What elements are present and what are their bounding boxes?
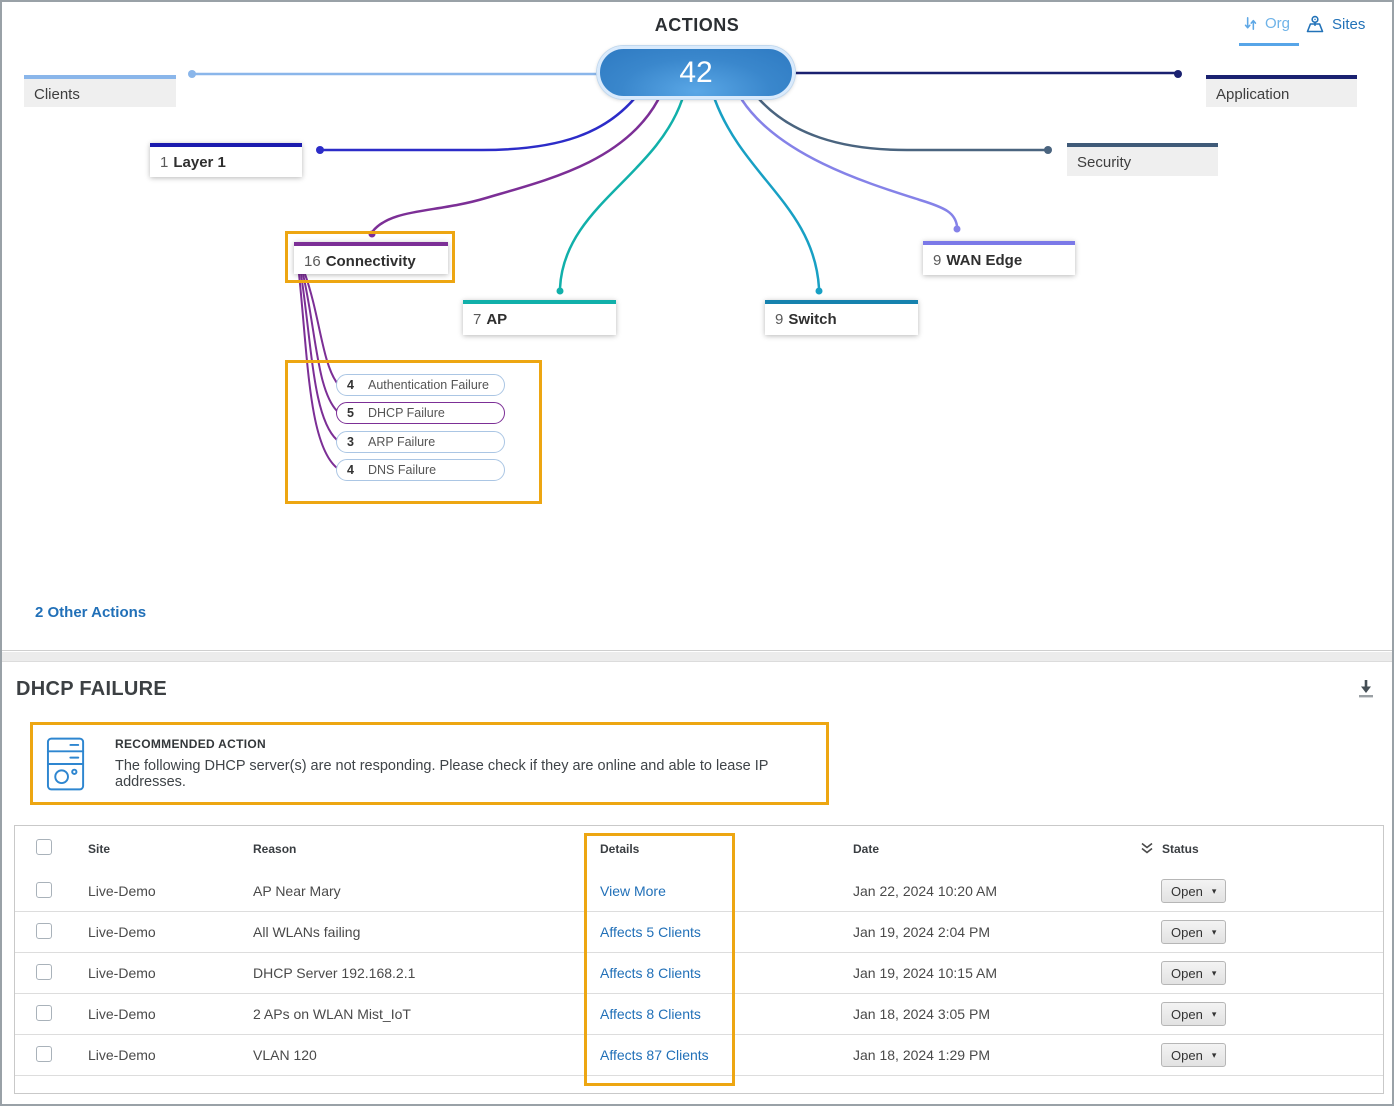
cell-reason: All WLANs failing <box>253 924 361 940</box>
subnode-dhcp-failure[interactable]: 5 DHCP Failure <box>336 402 505 424</box>
row-checkbox[interactable] <box>36 922 52 939</box>
subnode-arp-failure[interactable]: 3 ARP Failure <box>336 431 505 453</box>
row-checkbox[interactable] <box>36 1004 52 1021</box>
details-link[interactable]: Affects 8 Clients <box>600 965 701 981</box>
download-icon[interactable] <box>1354 677 1380 703</box>
column-header-site: Site <box>88 841 111 856</box>
table-row: Live-Demo DHCP Server 192.168.2.1 Affect… <box>15 953 1383 994</box>
sort-arrows-icon <box>1244 17 1257 30</box>
cell-date: Jan 18, 2024 1:29 PM <box>853 1047 990 1063</box>
map-marker-icon <box>1306 15 1324 33</box>
table-row: Live-Demo All WLANs failing Affects 5 Cl… <box>15 912 1383 953</box>
table-row: Live-Demo VLAN 120 Affects 87 Clients Ja… <box>15 1035 1383 1076</box>
cell-site: Live-Demo <box>88 883 156 899</box>
dropdown-caret-icon: ▾ <box>1211 1049 1217 1060</box>
actions-panel: ACTIONS Org Sites <box>2 2 1392 651</box>
table-row: Live-Demo 2 APs on WLAN Mist_IoT Affects… <box>15 994 1383 1035</box>
cell-site: Live-Demo <box>88 1047 156 1063</box>
details-link[interactable]: Affects 8 Clients <box>600 1006 701 1022</box>
cell-date: Jan 22, 2024 10:20 AM <box>853 883 997 899</box>
subnode-dns-failure[interactable]: 4 DNS Failure <box>336 459 505 481</box>
node-security[interactable]: Security <box>1067 143 1218 176</box>
tab-sites-label: Sites <box>1332 15 1366 33</box>
cell-date: Jan 19, 2024 10:15 AM <box>853 965 997 981</box>
cell-site: Live-Demo <box>88 1006 156 1022</box>
cell-site: Live-Demo <box>88 924 156 940</box>
dropdown-caret-icon: ▾ <box>1211 926 1217 937</box>
table-header-row: Site Reason Details Date Status <box>15 826 1383 871</box>
cell-site: Live-Demo <box>88 965 156 981</box>
column-header-date: Date <box>853 841 880 856</box>
recommended-action-heading: RECOMMENDED ACTION <box>115 737 266 751</box>
details-link[interactable]: Affects 87 Clients <box>600 1047 709 1063</box>
dropdown-caret-icon: ▾ <box>1211 885 1217 896</box>
cell-date: Jan 19, 2024 2:04 PM <box>853 924 990 940</box>
tab-org-label: Org <box>1265 15 1291 32</box>
node-application[interactable]: Application <box>1206 75 1357 107</box>
tab-org[interactable]: Org <box>1242 15 1290 32</box>
dropdown-caret-icon: ▾ <box>1211 967 1217 978</box>
status-dropdown[interactable]: Open▾ <box>1161 1002 1227 1026</box>
cell-reason: VLAN 120 <box>253 1047 317 1063</box>
tree-edges <box>188 70 1182 469</box>
tab-sites[interactable]: Sites <box>1304 14 1365 34</box>
table-row: Live-Demo AP Near Mary View More Jan 22,… <box>15 871 1383 912</box>
status-dropdown[interactable]: Open▾ <box>1161 1043 1227 1067</box>
status-dropdown[interactable]: Open▾ <box>1161 961 1227 985</box>
recommended-action-box: RECOMMENDED ACTION The following DHCP se… <box>30 722 829 805</box>
cell-reason: DHCP Server 192.168.2.1 <box>253 965 416 981</box>
row-checkbox[interactable] <box>36 963 52 980</box>
double-chevron-down-icon[interactable] <box>1140 842 1154 855</box>
column-header-details: Details <box>600 841 640 856</box>
detail-title: DHCP FAILURE <box>16 678 168 700</box>
node-clients[interactable]: Clients <box>24 75 176 107</box>
cell-reason: AP Near Mary <box>253 883 341 899</box>
select-all-checkbox[interactable] <box>36 839 52 855</box>
status-dropdown[interactable]: Open▾ <box>1161 879 1227 903</box>
root-node-count: 42 <box>679 55 713 89</box>
dhcp-failure-table: Site Reason Details Date Status Live-Dem… <box>14 825 1384 1094</box>
details-link[interactable]: Affects 5 Clients <box>600 924 701 940</box>
tab-org-active-indicator <box>1239 43 1299 46</box>
row-checkbox[interactable] <box>36 1045 52 1062</box>
details-link[interactable]: View More <box>600 883 666 899</box>
dhcp-failure-panel: DHCP FAILURE RECOMMENDED ACTION The foll… <box>2 662 1392 1104</box>
server-icon <box>46 737 85 790</box>
other-actions-link[interactable]: 2 Other Actions <box>35 604 147 621</box>
cell-reason: 2 APs on WLAN Mist_IoT <box>253 1006 411 1022</box>
section-divider <box>2 652 1392 662</box>
column-header-status: Status <box>1162 841 1199 856</box>
root-node-total-actions[interactable]: 42 <box>597 46 795 99</box>
column-header-reason: Reason <box>253 841 297 856</box>
status-dropdown[interactable]: Open▾ <box>1161 920 1227 944</box>
page-title: ACTIONS <box>654 15 740 35</box>
recommended-action-description: The following DHCP server(s) are not res… <box>115 758 769 790</box>
subnode-authentication-failure[interactable]: 4 Authentication Failure <box>336 374 505 396</box>
cell-date: Jan 18, 2024 3:05 PM <box>853 1006 990 1022</box>
dropdown-caret-icon: ▾ <box>1211 1008 1217 1019</box>
row-checkbox[interactable] <box>36 881 52 898</box>
